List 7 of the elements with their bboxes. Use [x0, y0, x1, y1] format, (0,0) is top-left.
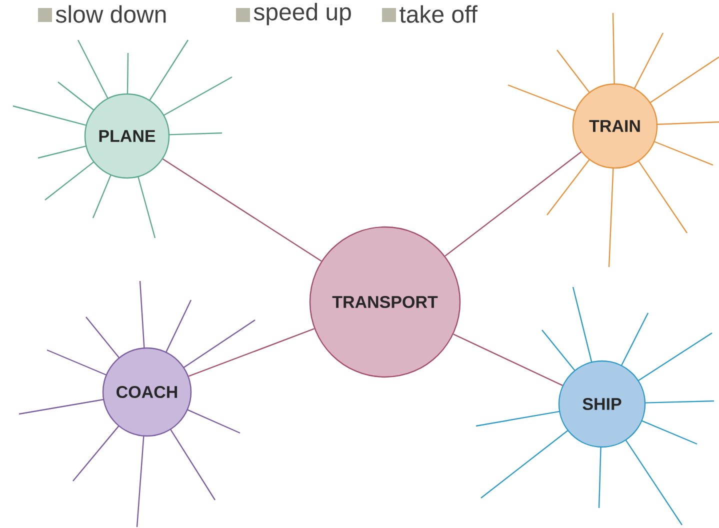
legend-text: speed up	[254, 2, 351, 26]
legend-text: slow down	[56, 5, 166, 23]
legend-text: take off	[400, 5, 478, 23]
connector-line	[188, 328, 314, 377]
connector-line	[444, 151, 582, 257]
connector-line	[453, 334, 563, 386]
connector-line	[162, 158, 322, 262]
